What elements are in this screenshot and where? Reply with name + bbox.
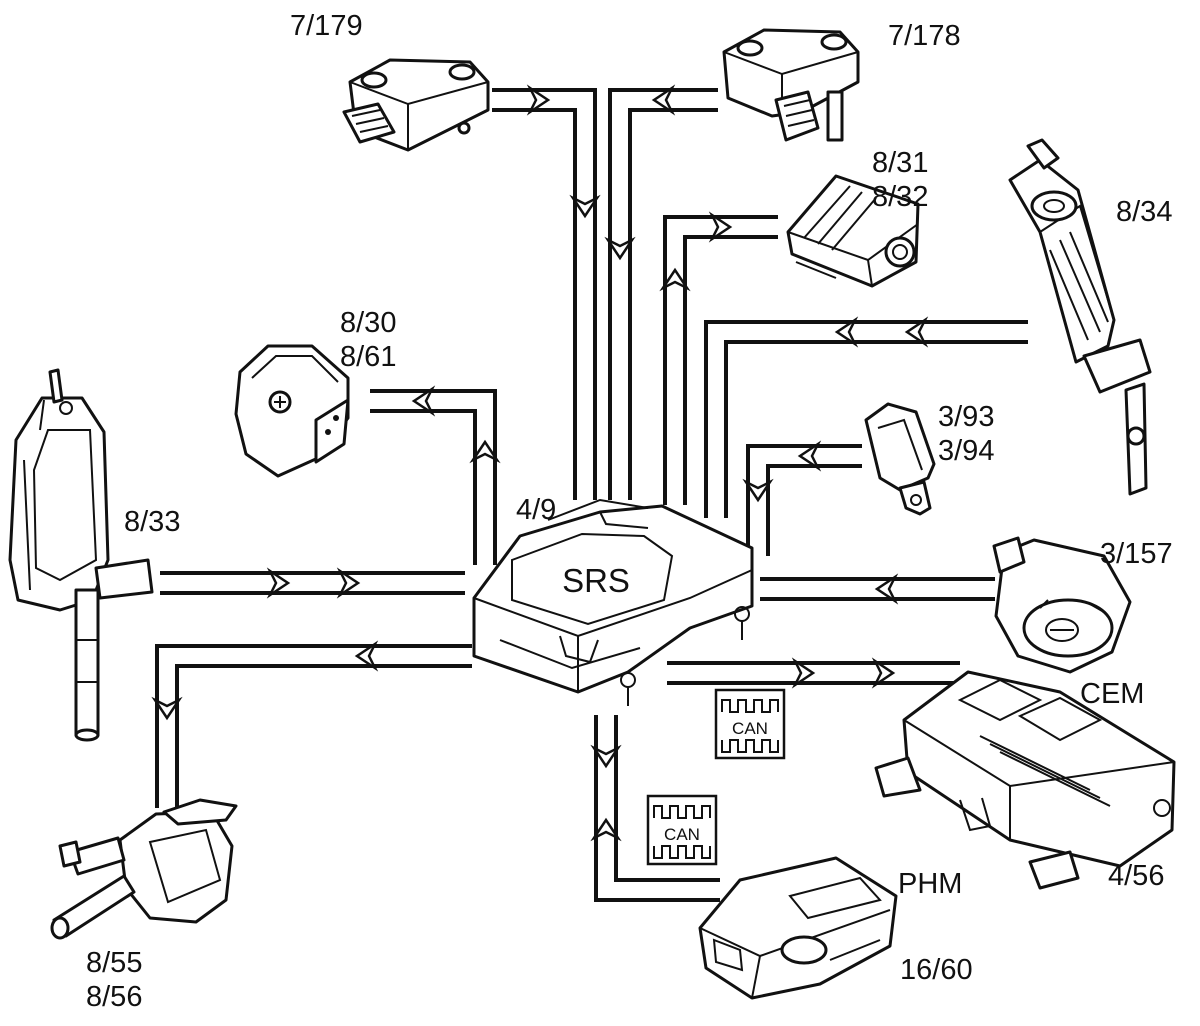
label-16-60: 16/60 (900, 954, 973, 986)
arrow-left (797, 440, 822, 472)
arrow-left (651, 84, 676, 116)
arrow-right (708, 211, 733, 243)
arrow-up (469, 439, 501, 464)
belt-pretensioner-8-55 (50, 798, 238, 940)
passenger-airbag-switch-3-157 (992, 536, 1132, 674)
label-3-93-3-94: 3/93 3/94 (938, 401, 995, 468)
can-badge-cem: CAN (714, 688, 786, 760)
label-7-179: 7/179 (290, 10, 363, 42)
arrow-down (151, 696, 183, 721)
arrow-right (871, 657, 896, 689)
seatbelt-buckle-3-93 (864, 402, 936, 516)
arrow-down (590, 744, 622, 769)
label-phm: PHM (898, 868, 963, 900)
phone-module-phm (698, 856, 898, 1000)
arrow-down (742, 478, 774, 503)
label-4-56: 4/56 (1108, 860, 1165, 892)
arrow-right (266, 567, 291, 599)
central-electronic-module-cem (874, 670, 1176, 890)
label-8-30-8-61: 8/30 8/61 (340, 307, 397, 374)
arrow-left (904, 316, 929, 348)
srs-control-unit: SRS (472, 498, 754, 706)
sensor-7-178 (722, 28, 860, 142)
arrow-right (526, 84, 551, 116)
direction-arrows (151, 84, 929, 842)
label-8-55-8-56: 8/55 8/56 (86, 947, 143, 1014)
arrow-left (874, 573, 899, 605)
label-3-157: 3/157 (1100, 538, 1173, 570)
arrow-right (791, 657, 816, 689)
arrow-right (336, 567, 361, 599)
label-8-34: 8/34 (1116, 196, 1173, 228)
sensor-7-179 (342, 58, 490, 152)
label-7-178: 7/178 (888, 20, 961, 52)
curtain-inflator-8-34 (1008, 138, 1152, 496)
label-4-9: 4/9 (516, 494, 557, 526)
label-8-33: 8/33 (124, 506, 181, 538)
can-label: CAN (732, 719, 768, 738)
arrow-left (354, 640, 379, 672)
arrow-up (590, 817, 622, 842)
arrow-left (834, 316, 859, 348)
arrow-down (604, 236, 636, 261)
can-label: CAN (664, 825, 700, 844)
curtain-inflator-8-33 (8, 368, 154, 742)
can-badge-phm: CAN (646, 794, 718, 866)
side-airbag-module-8-31 (786, 174, 920, 288)
label-8-31-8-32: 8/31 8/32 (872, 147, 929, 214)
srs-label: SRS (562, 562, 630, 599)
driver-airbag-8-30 (234, 344, 350, 478)
arrow-left (411, 385, 436, 417)
arrow-down (569, 194, 601, 219)
label-cem: CEM (1080, 678, 1145, 710)
arrow-up (659, 267, 691, 292)
signal-conduit-interiors (159, 92, 1028, 898)
